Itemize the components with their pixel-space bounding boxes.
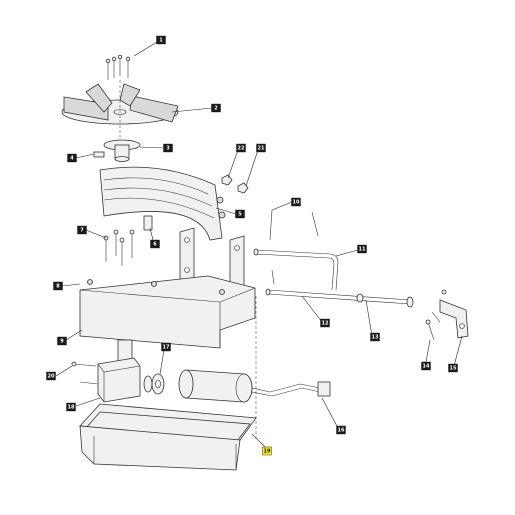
callout-number: 3 — [166, 145, 170, 151]
callout-12: 12 — [320, 318, 330, 328]
callout-22: 22 — [236, 143, 246, 153]
callout-11: 11 — [357, 244, 367, 254]
callout-14: 14 — [421, 361, 431, 371]
callout-1: 1 — [156, 35, 166, 45]
spring-pins — [269, 209, 319, 285]
callout-box — [67, 153, 77, 163]
spacer-6 — [143, 215, 153, 231]
callout-21: 21 — [256, 143, 266, 153]
callout-3: 3 — [163, 143, 173, 153]
callout-number: 9 — [60, 338, 64, 344]
callout-8: 8 — [53, 281, 63, 291]
callout-box — [235, 209, 245, 219]
callout-number: 8 — [56, 283, 60, 289]
callout-box — [156, 35, 166, 45]
callout-box — [370, 332, 380, 342]
bolts-14 — [425, 311, 441, 341]
callout-20: 20 — [46, 371, 56, 381]
callout-9: 9 — [57, 336, 67, 346]
gearbox — [97, 339, 141, 403]
chassis — [79, 275, 256, 349]
callout-box — [357, 244, 367, 254]
callout-box — [448, 363, 458, 373]
callout-4: 4 — [67, 153, 77, 163]
callout-7: 7 — [77, 225, 87, 235]
callout-number: 21 — [258, 145, 265, 151]
coupler — [143, 373, 165, 395]
callout-box — [262, 446, 272, 456]
callout-box — [150, 239, 160, 249]
callout-box — [53, 281, 63, 291]
callout-box — [77, 225, 87, 235]
spinner-disc — [61, 83, 179, 125]
tray — [79, 403, 257, 471]
callout-15: 15 — [448, 363, 458, 373]
callout-2: 2 — [211, 103, 221, 113]
callout-box — [211, 103, 221, 113]
nuts — [221, 174, 249, 194]
callout-box — [320, 318, 330, 328]
callout-box — [163, 143, 173, 153]
callout-box — [336, 425, 346, 435]
motor — [178, 369, 331, 403]
callout-6: 6 — [150, 239, 160, 249]
callout-number: 19 — [264, 448, 271, 454]
callout-17: 17 — [161, 342, 171, 352]
callout-16: 16 — [336, 425, 346, 435]
callout-number: 10 — [293, 199, 300, 205]
callout-box — [291, 197, 301, 207]
bolt-20 — [71, 361, 99, 385]
disc-bolts — [105, 54, 131, 80]
bracket-15 — [439, 289, 469, 339]
callout-box — [46, 371, 56, 381]
bolts-7 — [103, 229, 135, 266]
callout-number: 15 — [450, 365, 457, 371]
callout-box — [161, 342, 171, 352]
callout-number: 18 — [68, 404, 75, 410]
callout-number: 17 — [163, 344, 170, 350]
callout-box — [256, 143, 266, 153]
leader-lines — [55, 41, 463, 449]
callout-box — [66, 402, 76, 412]
callout-number: 1 — [159, 37, 163, 43]
set-screw — [93, 151, 105, 158]
callout-18: 18 — [66, 402, 76, 412]
rod-11 — [253, 248, 339, 291]
callout-number: 16 — [338, 427, 345, 433]
callout-number: 11 — [359, 246, 366, 252]
callout-number: 7 — [80, 227, 84, 233]
callout-box — [236, 143, 246, 153]
callout-number: 14 — [423, 363, 430, 369]
callout-number: 12 — [322, 320, 329, 326]
hub — [103, 139, 141, 162]
callout-10: 10 — [291, 197, 301, 207]
callout-number: 5 — [238, 211, 242, 217]
callout-number: 2 — [214, 105, 218, 111]
callout-number: 20 — [48, 373, 55, 379]
callout-number: 22 — [238, 145, 245, 151]
callout-box — [57, 336, 67, 346]
callout-box — [421, 361, 431, 371]
callout-13: 13 — [370, 332, 380, 342]
curved-deflector — [99, 166, 226, 241]
callout-5: 5 — [235, 209, 245, 219]
callout-19: 19 — [262, 446, 272, 456]
callout-number: 6 — [153, 241, 157, 247]
callout-number: 13 — [372, 334, 379, 340]
rod-12 — [265, 288, 414, 308]
callout-number: 4 — [70, 155, 74, 161]
